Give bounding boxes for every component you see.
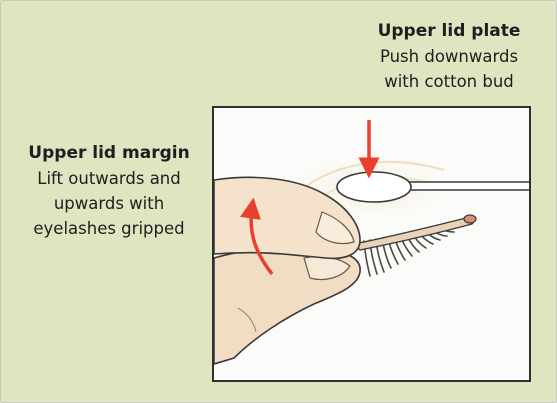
cotton-bud-stick (404, 182, 529, 190)
upper-lid-margin-label: Upper lid margin Lift outwards and upwar… (9, 141, 209, 241)
upper-lid-margin-line-1: Lift outwards and (9, 166, 209, 191)
upper-lid-margin-line-2: upwards with (9, 191, 209, 216)
lash-tip (464, 215, 476, 223)
cotton-bud-tip (337, 172, 411, 202)
upper-lid-plate-label: Upper lid plate Push downwards with cott… (349, 19, 549, 94)
upper-lid-margin-line-3: eyelashes gripped (9, 216, 209, 241)
upper-lid-margin-heading: Upper lid margin (9, 141, 209, 166)
upper-lid-plate-line-1: Push downwards (349, 44, 549, 69)
illustration-panel (212, 106, 531, 382)
upper-lid-plate-heading: Upper lid plate (349, 19, 549, 44)
eyelid-eversion-illustration (214, 108, 529, 380)
upper-lid-plate-line-2: with cotton bud (349, 69, 549, 94)
